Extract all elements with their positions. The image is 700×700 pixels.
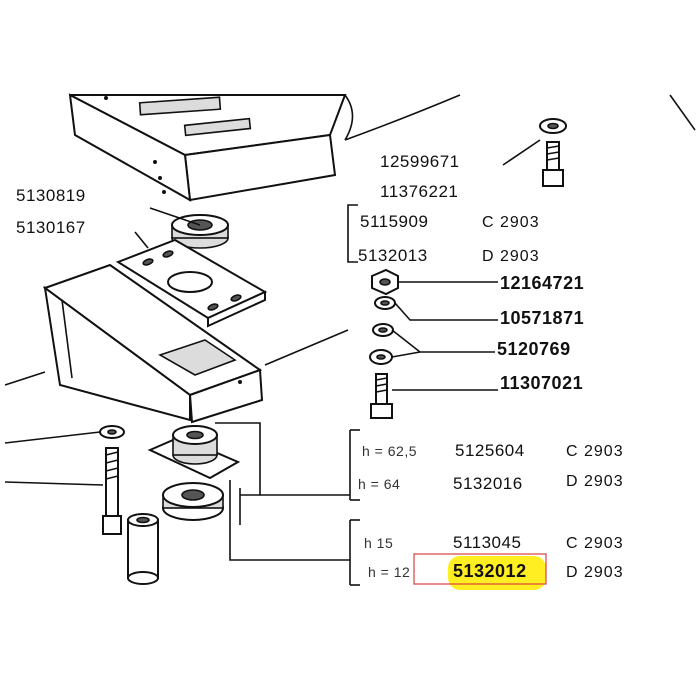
code-5132013: D 2903 [482,248,540,265]
part-labels: 5130819 5130167 12599671 11376221 511590… [16,152,624,581]
nut-12164721 [371,268,399,296]
long-bolt [99,425,125,535]
code-5115909: C 2903 [482,214,540,231]
label-5132013: 5132013 [358,246,428,265]
label-5130167: 5130167 [16,218,86,237]
height-15: h 15 [364,535,393,551]
code-5113045: C 2903 [566,535,624,552]
label-5132012: 5132012 [453,561,527,581]
code-5132012: D 2903 [566,564,624,581]
engine-bracket [42,263,264,424]
lower-rubber-mount [147,425,241,480]
label-5115909: 5115909 [360,212,428,231]
upper-rubber-mount [171,214,229,249]
spacer-tube [127,513,159,585]
label-11376221: 11376221 [380,182,458,201]
label-12164721: 12164721 [500,273,584,293]
top-right-washer [539,118,567,134]
top-right-bolt [542,141,564,187]
washers-5120769 [369,323,394,365]
chassis-frame [68,93,696,202]
mounting-plate [115,238,268,328]
height-12: h = 12 [368,564,410,580]
label-10571871: 10571871 [500,308,584,328]
label-5120769: 5120769 [497,339,571,359]
code-5132016: D 2903 [566,473,624,490]
part-highlight-marker [448,556,546,590]
height-64: h = 64 [358,476,400,492]
lower-rubber-pad [162,482,224,521]
label-5132016: 5132016 [453,474,523,493]
part-selection-box [413,553,547,585]
label-5113045: 5113045 [453,533,521,552]
leader-lines [4,139,541,586]
code-5125604: C 2903 [566,443,624,460]
label-12599671: 12599671 [380,152,460,171]
label-5125604: 5125604 [455,441,525,460]
label-5130819: 5130819 [16,186,86,205]
lock-washer-10571871 [374,296,396,310]
bolt-11307021 [370,373,393,419]
height-62-5: h = 62,5 [362,443,417,459]
label-11307021: 11307021 [500,373,583,393]
